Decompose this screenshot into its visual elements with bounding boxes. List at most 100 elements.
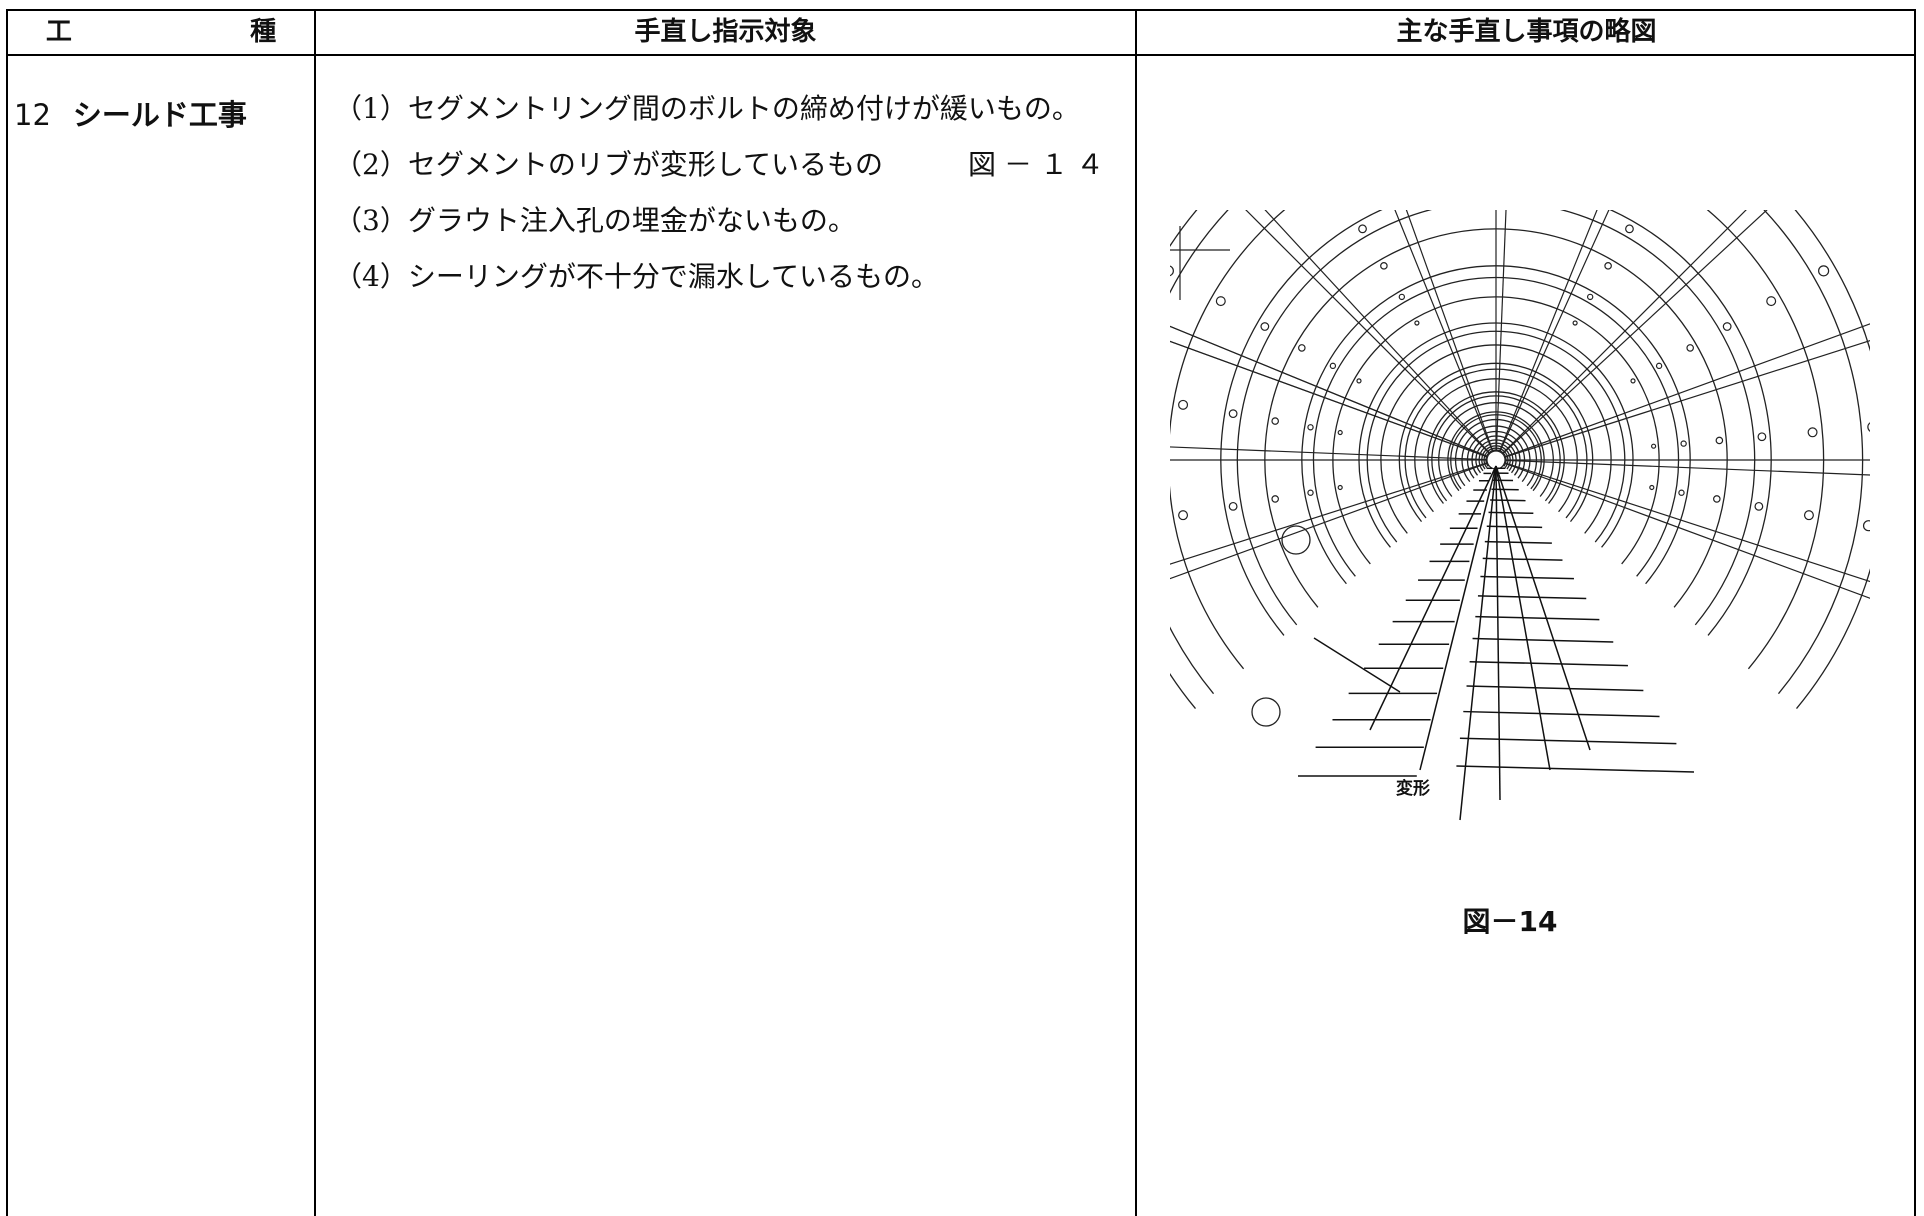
bolt-hole [1680,440,1687,447]
bolt-hole [1337,429,1343,436]
shield-tunnel-sketch: 変形 [1170,210,1870,821]
bolt-hole [1358,224,1367,234]
track-sleeper [1480,575,1574,580]
bolt-hole [1754,501,1764,511]
deformation-leader-line [1313,637,1401,693]
track-sleeper [1472,637,1614,643]
bolt-detail-circle [1251,697,1281,727]
figure-reference: 図－１４ [967,148,1112,181]
bolt-hole [1715,436,1724,445]
bolt-hole [1329,362,1337,370]
header-work-type: 工 種 [8,11,314,54]
rail-line [1369,465,1497,731]
work-type-number: 12 [14,98,51,132]
column-divider-2 [1135,9,1137,1216]
segment-joint-line [1170,340,1489,458]
header-work-type-char-1: 工 [45,17,72,47]
track-sleeper [1469,660,1628,667]
correction-item-text: （4）シーリングが不十分で漏水しているもの。 [334,260,939,293]
bolt-hole [1625,224,1634,234]
bolt-hole [1803,510,1814,521]
bolt-hole [1572,320,1578,326]
bolt-hole [1867,422,1870,432]
correction-item-text: （3）グラウト注入孔の埋金がないもの。 [334,204,856,237]
track-sleeper [1475,615,1600,621]
bolt-hole [1686,344,1694,352]
correction-items-list: （1）セグメントリング間のボルトの締め付けが緩いもの。 （2）セグメントのリブが… [334,91,1124,315]
segment-joint-line [1245,210,1491,455]
bolt-hole [1271,417,1279,425]
deformation-label: 変形 [1396,778,1430,799]
segment-joint-line [1264,210,1492,455]
track-sleeper [1459,737,1677,745]
segment-joint-line [1498,210,1610,453]
bolt-hole [1356,378,1362,384]
bolt-hole [1398,293,1406,301]
work-type-name: シールド工事 [72,98,247,132]
bolt-hole [1630,378,1636,384]
work-type-title: 12 シールド工事 [14,92,247,134]
tunnel-ring [1220,210,1772,636]
rail-line [1495,465,1591,751]
figure-caption: 図－14 [1462,905,1558,938]
correction-item-text: （2）セグメントのリブが変形しているもの [334,148,883,181]
bolt-hole [1170,265,1174,277]
table-frame [6,9,1916,1216]
segment-joint-line [1394,210,1494,453]
segment-joint-line [1170,446,1489,461]
bolt-hole [1655,362,1663,370]
tunnel-ring [1170,210,1825,670]
correction-item-text: （1）セグメントリング間のボルトの締め付けが緩いもの。 [334,92,1080,125]
bolt-hole [1722,322,1732,331]
bolt-hole [1649,484,1655,491]
segment-joint-line [1495,210,1507,453]
correction-item: （4）シーリングが不十分で漏水しているもの。 [334,259,1124,315]
bolt-hole [1414,320,1420,326]
bolt-hole [1337,484,1343,491]
bolt-hole [1260,322,1270,331]
tunnel-ring-inner [1236,210,1756,626]
rail-line [1459,465,1497,821]
correction-item: （2）セグメントのリブが変形しているもの 図－１４ [334,147,1124,203]
bolt-hole [1807,427,1818,438]
correction-item: （3）グラウト注入孔の埋金がないもの。 [334,203,1124,259]
bolt-hole [1380,262,1388,270]
segment-joint-line [1405,210,1494,453]
bolt-detail-circle [1281,525,1311,555]
rail-line [1419,465,1497,771]
segment-joint-line [1170,325,1489,458]
track-sleeper [1486,525,1543,529]
track-sleeper [1482,557,1563,561]
bolt-hole [1862,520,1870,532]
track-sleeper [1477,595,1587,600]
bolt-hole [1307,489,1314,496]
correction-item: （1）セグメントリング間のボルトの締め付けが緩いもの。 [334,91,1124,147]
segment-joint-line [1170,461,1489,565]
rail-line [1495,465,1501,801]
segment-joint-line [1503,459,1870,476]
segment-joint-line [1501,210,1747,455]
segment-joint-line [1503,323,1870,458]
track-sleeper [1490,499,1526,502]
header-correction-target: 手直し指示対象 [634,17,817,47]
segment-joint-line [1170,325,1489,458]
bolt-hole [1307,424,1314,431]
header-sketch: 主な手直し事項の略図 [1396,17,1657,47]
bolt-hole [1228,501,1238,511]
header-work-type-char-2: 種 [250,17,277,47]
bolt-hole [1757,432,1767,442]
bolt-hole [1271,495,1279,503]
bolt-hole [1586,293,1594,301]
header-divider [6,54,1916,56]
column-divider-1 [314,9,316,1216]
bolt-hole [1178,399,1189,410]
bolt-hole [1298,344,1306,352]
bolt-hole [1818,265,1830,277]
segment-joint-line [1170,462,1489,580]
track-sleeper [1463,710,1660,718]
track-sleeper [1488,511,1534,515]
segment-joint-line [1501,210,1768,456]
bolt-hole [1215,296,1226,307]
bolt-hole [1713,495,1721,503]
